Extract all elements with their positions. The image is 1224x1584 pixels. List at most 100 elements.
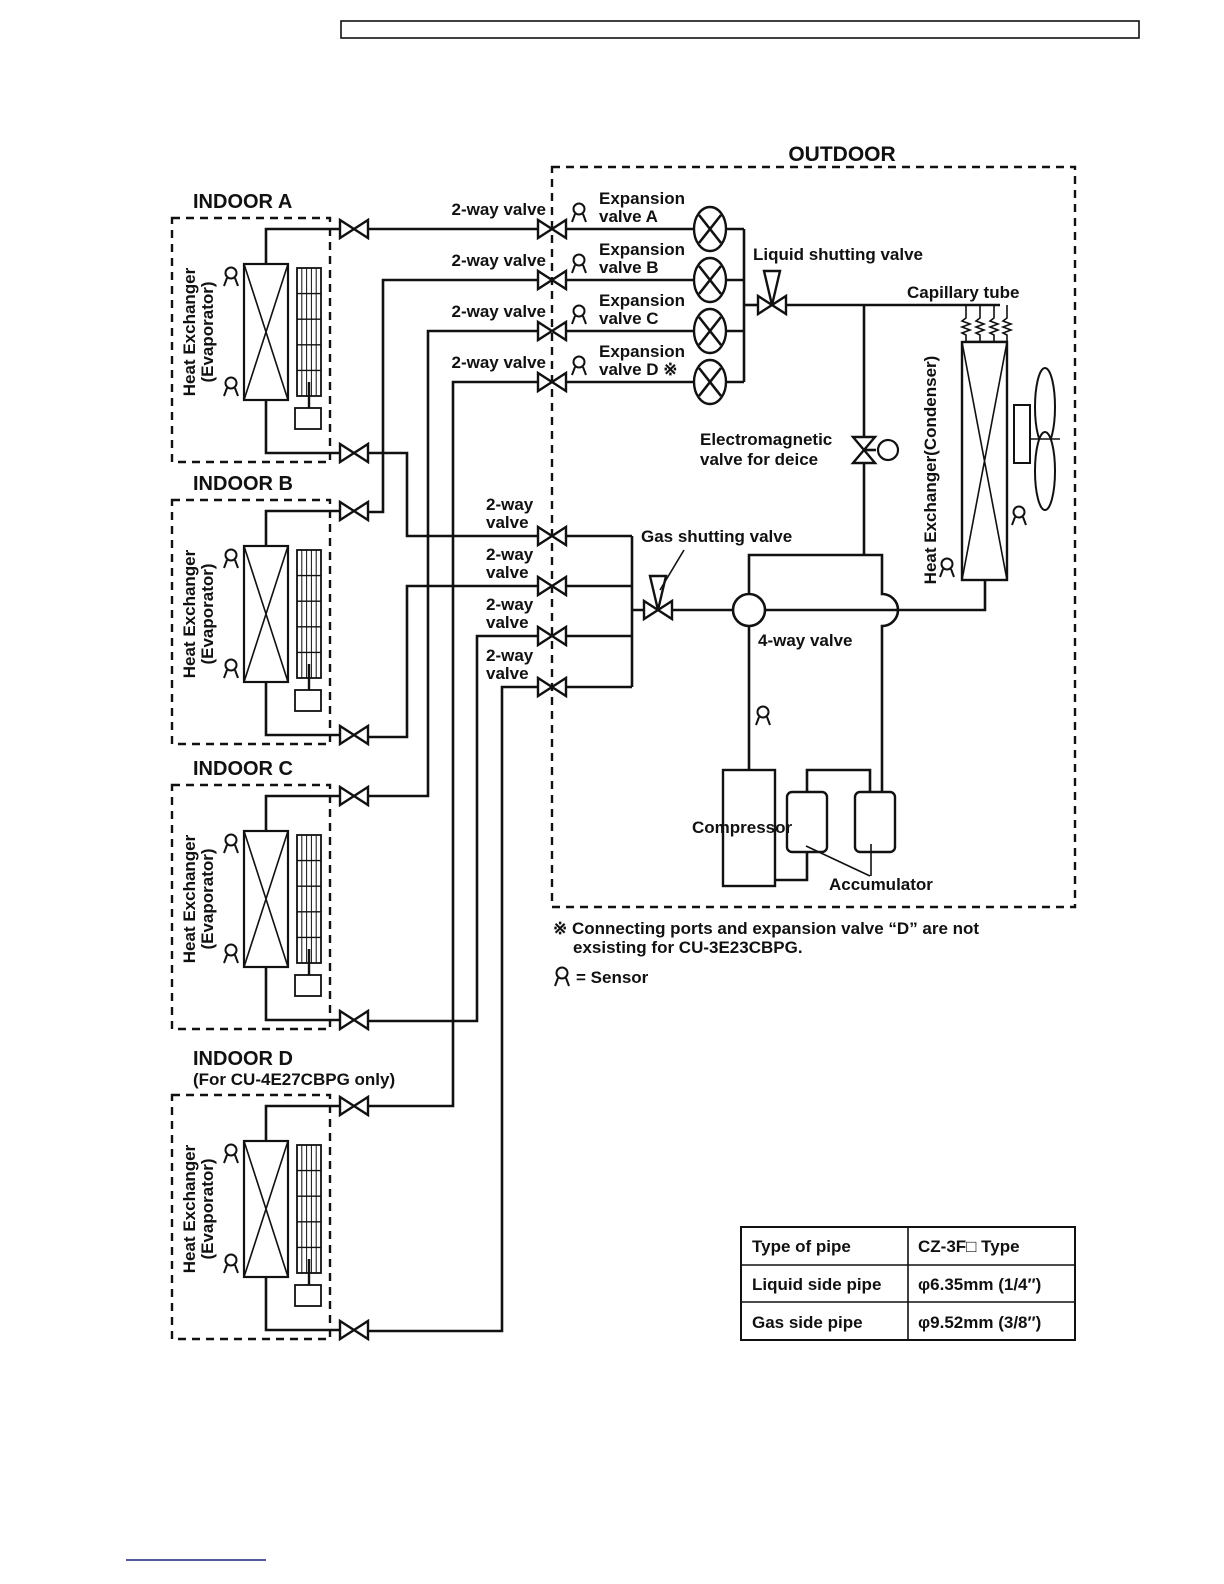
indoor-fan-grille xyxy=(296,834,322,975)
header-box xyxy=(340,20,1140,39)
indoor-hx-label-1: Heat Exchanger xyxy=(180,549,199,678)
sensor-legend-label: = Sensor xyxy=(576,968,649,987)
accumulator-label: Accumulator xyxy=(829,875,933,894)
sensor-icon xyxy=(571,304,587,325)
sensor-icon xyxy=(223,658,239,679)
liquid-2way-valve-label: 2-way valve xyxy=(451,251,546,270)
expansion-valve-symbol xyxy=(692,205,728,253)
sensor-icon xyxy=(1011,505,1027,526)
accumulator-link xyxy=(805,768,872,792)
fan-motor xyxy=(294,974,322,997)
indoor-boundary xyxy=(170,783,332,1031)
expansion-valve-label-1: Expansion xyxy=(599,240,685,259)
liquid-shutting-valve-label: Liquid shutting valve xyxy=(753,245,923,264)
gas-shutting-valve-symbol xyxy=(642,549,685,622)
expansion-valve-symbol xyxy=(692,358,728,406)
sensor-icon xyxy=(223,943,239,964)
indoor-hx-label-1: Heat Exchanger xyxy=(180,834,199,963)
indoor-unit-d: INDOOR D(For CU-4E27CBPG only) Heat Excha… xyxy=(170,1048,395,1342)
liquid-2way-valve xyxy=(536,268,568,292)
sensor-icon xyxy=(223,1143,239,1164)
condenser-heat-exchanger xyxy=(960,340,1009,582)
indoor-fan-grille xyxy=(296,267,322,408)
fan-icon xyxy=(1013,367,1060,511)
sensor-icon xyxy=(571,355,587,376)
accumulator-leader xyxy=(805,844,872,877)
indoor-gas-port-valve xyxy=(338,1318,370,1342)
indoor-hx-label-1: Heat Exchanger xyxy=(180,1144,199,1273)
electromagnetic-valve-label-2: valve for deice xyxy=(700,450,818,469)
liquid-pipes xyxy=(368,227,540,1108)
table-cell-gas-label: Gas side pipe xyxy=(752,1313,863,1332)
expansion-valve-label-1: Expansion xyxy=(599,189,685,208)
indoor-hx-label-2: (Evaporator) xyxy=(198,563,217,664)
outdoor-title: OUTDOOR xyxy=(788,143,895,166)
indoor-liquid-port-valve xyxy=(338,499,370,523)
table-cell-liquid-value: φ6.35mm (1/4″) xyxy=(918,1275,1041,1294)
sensor-icon xyxy=(223,1253,239,1274)
expansion-valve-label-2: valve C xyxy=(599,309,659,328)
fan-motor xyxy=(294,689,322,712)
expansion-valve-label-2: valve D ※ xyxy=(599,360,678,379)
indoor-liquid-port-valve xyxy=(338,1094,370,1118)
table-cell-gas-value: φ9.52mm (3/8″) xyxy=(918,1313,1041,1332)
pipe-spec-table: Type of pipe CZ-3F□ Type Liquid side pip… xyxy=(740,1226,1076,1341)
gas-2way-valve-label-1: 2-way xyxy=(486,495,534,514)
table-cell-liquid-label: Liquid side pipe xyxy=(752,1275,881,1294)
indoor-gas-port-valve xyxy=(338,441,370,465)
gas-2way-valve-label-2: valve xyxy=(486,664,529,683)
compressor-suction xyxy=(775,852,809,882)
sensor-legend-icon xyxy=(554,966,570,987)
indoor-liquid-port-valve xyxy=(338,784,370,808)
sensor-icon xyxy=(939,557,955,578)
capillary-tube-symbol xyxy=(959,305,1014,344)
gas-pipes xyxy=(368,451,540,1333)
sensor-icon xyxy=(223,548,239,569)
indoor-hx-label-2: (Evaporator) xyxy=(198,1158,217,1259)
compressor-label: Compressor xyxy=(692,818,793,837)
table-header-type: Type of pipe xyxy=(752,1237,851,1256)
note-line-2: exsisting for CU-3E23CBPG. xyxy=(573,938,803,957)
indoor-title: INDOOR B xyxy=(193,473,293,495)
gas-2way-valve xyxy=(536,624,568,648)
fan-motor xyxy=(294,407,322,430)
indoor-title: INDOOR D xyxy=(193,1048,293,1070)
expansion-valve-label-1: Expansion xyxy=(599,291,685,310)
electromagnetic-valve-symbol xyxy=(850,435,900,465)
indoor-title: INDOOR A xyxy=(193,191,292,213)
accumulator-symbol-2 xyxy=(853,790,897,854)
table-header-model: CZ-3F□ Type xyxy=(918,1237,1020,1256)
sensor-icon xyxy=(571,202,587,223)
gas-2way-valve-label-2: valve xyxy=(486,513,529,532)
gas-2way-valve-label-2: valve xyxy=(486,613,529,632)
liquid-2way-valve xyxy=(536,319,568,343)
expansion-valve-symbol xyxy=(692,307,728,355)
electromagnetic-valve-label-1: Electromagnetic xyxy=(700,430,832,449)
liquid-2way-valve-label: 2-way valve xyxy=(451,200,546,219)
four-way-to-condenser xyxy=(765,580,987,612)
expansion-valve-symbol xyxy=(692,256,728,304)
indoor-subtitle: (For CU-4E27CBPG only) xyxy=(193,1070,395,1089)
gas-manifold xyxy=(630,536,644,687)
indoor-hx-label-2: (Evaporator) xyxy=(198,281,217,382)
indoor-boundary xyxy=(170,498,332,746)
capillary-tube-label: Capillary tube xyxy=(907,283,1019,302)
gas-2way-valve-label-1: 2-way xyxy=(486,545,534,564)
fan-motor xyxy=(294,1284,322,1307)
indoor-fan-grille xyxy=(296,1144,322,1285)
indoor-fan-grille xyxy=(296,549,322,690)
gas-2way-valve-label-1: 2-way xyxy=(486,595,534,614)
sensor-icon xyxy=(223,833,239,854)
indoor-gas-port-valve xyxy=(338,1008,370,1032)
sensor-icon xyxy=(223,266,239,287)
gas-2way-valve-label-1: 2-way xyxy=(486,646,534,665)
accumulator-symbol-1 xyxy=(785,790,829,854)
expansion-valve-label-2: valve B xyxy=(599,258,659,277)
four-way-to-accumulator xyxy=(747,553,900,797)
indoor-boundary xyxy=(170,1093,332,1341)
indoor-hx-label-1: Heat Exchanger xyxy=(180,267,199,396)
indoor-unit-b: INDOOR B Heat Exchanger(Evaporator) xyxy=(170,473,370,747)
four-way-valve-label: 4-way valve xyxy=(758,631,853,650)
liquid-2way-valve-label: 2-way valve xyxy=(451,302,546,321)
